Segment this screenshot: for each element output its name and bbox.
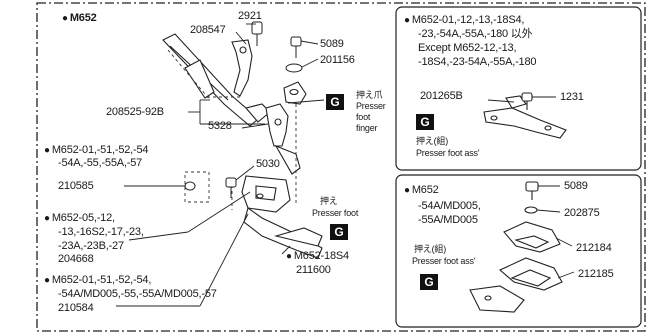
box1-asm-en: Presser foot ass' xyxy=(416,148,480,158)
presser-arm-drawing xyxy=(162,33,271,127)
finger-en-label-1: Presser xyxy=(356,101,386,111)
part-5328 xyxy=(265,103,301,175)
foot-en-label: Presser foot xyxy=(312,208,359,218)
box2-part-212184: 212184 xyxy=(576,242,612,254)
group4-part: 211600 xyxy=(296,264,331,276)
group4-line1: M652-18S4 xyxy=(286,250,349,263)
group3-line2: -54A/MD005,-55,-55A/MD005,-57 xyxy=(58,288,217,300)
group1-part: 210585 xyxy=(58,180,94,192)
box1-line3: Except M652-12,-13, xyxy=(418,42,517,54)
part-201156-label: 201156 xyxy=(320,54,355,66)
part-5089-label: 5089 xyxy=(320,38,344,50)
part-5030-label: 5030 xyxy=(256,158,280,170)
group1-line1: M652-01,-51,-52,-54 xyxy=(44,144,149,157)
screw-2921 xyxy=(251,21,263,46)
group3-line1: M652-01,-51,-52,-54, xyxy=(44,274,152,287)
box2-part-212185: 212185 xyxy=(578,268,614,280)
finger-jp-label: 押え爪 xyxy=(356,90,383,100)
box2-line2: -54A/MD005, xyxy=(418,200,481,212)
box1-line4: -18S4,-23-54A,-55A,-180 xyxy=(418,56,537,68)
box1-line2: -23,-54A,-55A,-180 以外 xyxy=(418,28,533,40)
screw-5089 xyxy=(285,36,303,73)
box2-asm-jp: 押え(組) xyxy=(414,244,446,254)
part-208547 xyxy=(231,39,253,97)
group3-part: 210584 xyxy=(58,302,94,314)
part-2921-label: 2921 xyxy=(238,10,262,22)
group2-line3: -23A,-23B,-27 xyxy=(58,240,124,252)
screw-5030 xyxy=(225,177,237,198)
box2-part-202875: 202875 xyxy=(564,207,600,219)
box1-asm-jp: 押え(組) xyxy=(416,136,448,146)
box1-g-badge: G xyxy=(416,114,434,130)
box1-part-1231: 1231 xyxy=(560,91,584,103)
g-badge-foot: G xyxy=(330,224,348,240)
part-208525-label: 208525-92B xyxy=(106,106,164,118)
part-5328-label: 5328 xyxy=(208,120,232,132)
box2-line1: M652 xyxy=(404,184,439,197)
box2-assembly-drawing xyxy=(469,181,563,313)
finger-en-label-3: finger xyxy=(356,123,378,133)
foot-jp-label: 押え xyxy=(320,196,338,206)
group2-line1: M652-05,-12, xyxy=(44,212,115,225)
g-badge-finger: G xyxy=(326,94,344,110)
part-208547-label: 208547 xyxy=(190,24,226,36)
group2-part: 204668 xyxy=(58,253,94,265)
presser-foot-finger-drawing xyxy=(283,81,307,105)
box2-part-5089: 5089 xyxy=(564,180,588,192)
main-model-heading: M652 xyxy=(62,12,97,25)
box2-asm-en: Presser foot ass' xyxy=(412,256,476,266)
presser-foot-drawing xyxy=(241,175,323,259)
box2-line3: -55A/MD005 xyxy=(418,214,478,226)
box2-g-badge: G xyxy=(420,274,438,290)
box1-assembly-drawing xyxy=(483,92,567,139)
finger-en-label-2: foot xyxy=(356,112,371,122)
box1-line1: M652-01,-12,-13,-18S4, xyxy=(404,14,525,27)
group1-line2: -54A,-55,-55A,-57 xyxy=(58,157,143,169)
box1-part-201265B: 201265B xyxy=(420,90,463,102)
group2-line2: -13,-16S2,-17,-23, xyxy=(58,226,144,238)
